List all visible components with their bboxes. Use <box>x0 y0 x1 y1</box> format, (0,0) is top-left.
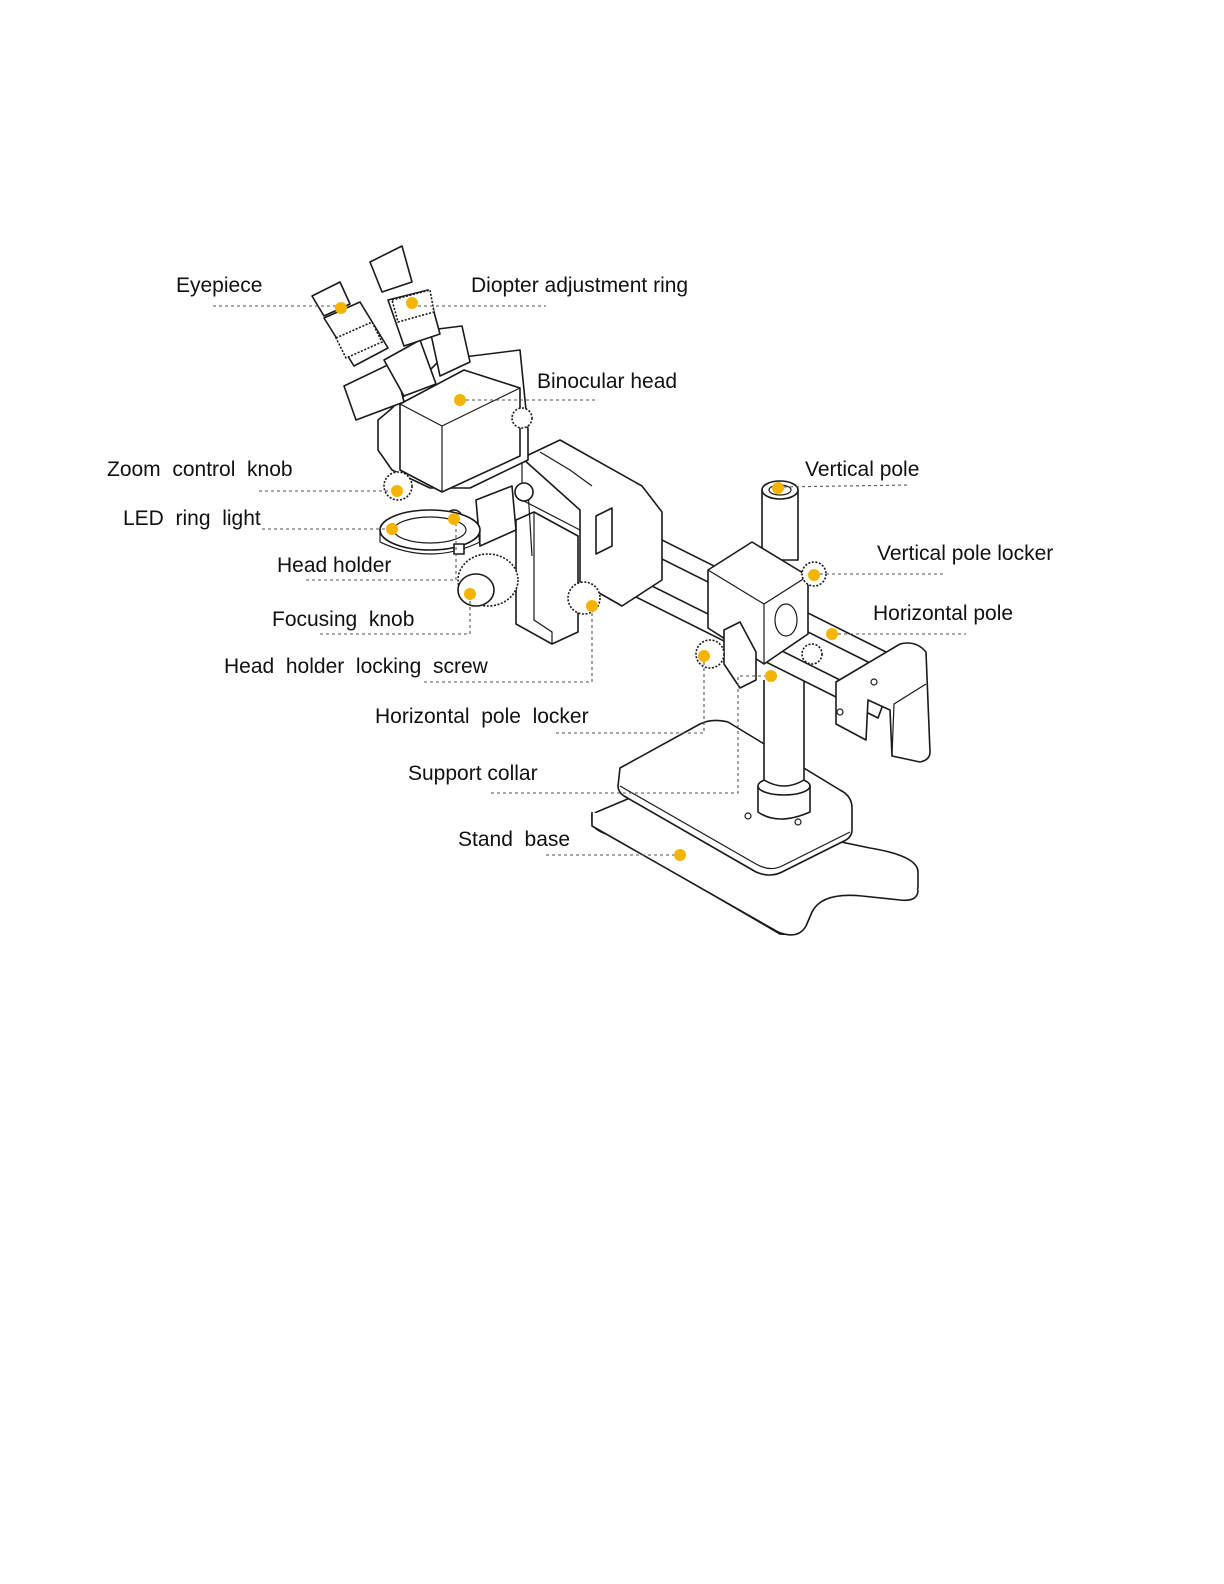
binocular-head-callout-dot <box>454 394 466 406</box>
eyepiece-callout-dot <box>335 302 347 314</box>
diopter-callout-dot <box>406 297 418 309</box>
zoom-knob-callout-dot <box>391 485 403 497</box>
label-led-ring-light: LED ring light <box>123 507 261 530</box>
focusing-knob-callout-dot <box>464 588 476 600</box>
label-zoom-control-knob: Zoom control knob <box>107 458 293 481</box>
label-horizontal-pole: Horizontal pole <box>873 602 1013 625</box>
label-head-holder-locking-screw: Head holder locking screw <box>224 655 489 678</box>
vertical-pole-locker-callout-dot <box>808 569 820 581</box>
label-binocular-head: Binocular head <box>537 370 677 393</box>
label-stand-base: Stand base <box>458 828 570 851</box>
led-ring-callout-dot <box>386 523 398 535</box>
label-focusing-knob: Focusing knob <box>272 608 414 631</box>
label-eyepiece: Eyepiece <box>176 274 262 297</box>
support-collar-callout-dot <box>765 670 777 682</box>
horizontal-pole-locker-callout-dot <box>698 650 710 662</box>
label-vertical-pole: Vertical pole <box>805 458 919 481</box>
head-holder-callout-dot <box>448 513 460 525</box>
head-holder-screw-callout-dot <box>586 600 598 612</box>
stand-base-drawing <box>592 720 918 935</box>
vertical-pole-callout-dot <box>772 482 784 494</box>
horizontal-pole-callout-dot <box>826 628 838 640</box>
label-horizontal-pole-locker: Horizontal pole locker <box>375 705 589 728</box>
label-diopter-adjustment-ring: Diopter adjustment ring <box>471 274 688 297</box>
label-head-holder: Head holder <box>277 554 391 577</box>
label-support-collar: Support collar <box>408 762 538 785</box>
stand-base-callout-dot <box>674 849 686 861</box>
label-vertical-pole-locker: Vertical pole locker <box>877 542 1053 565</box>
